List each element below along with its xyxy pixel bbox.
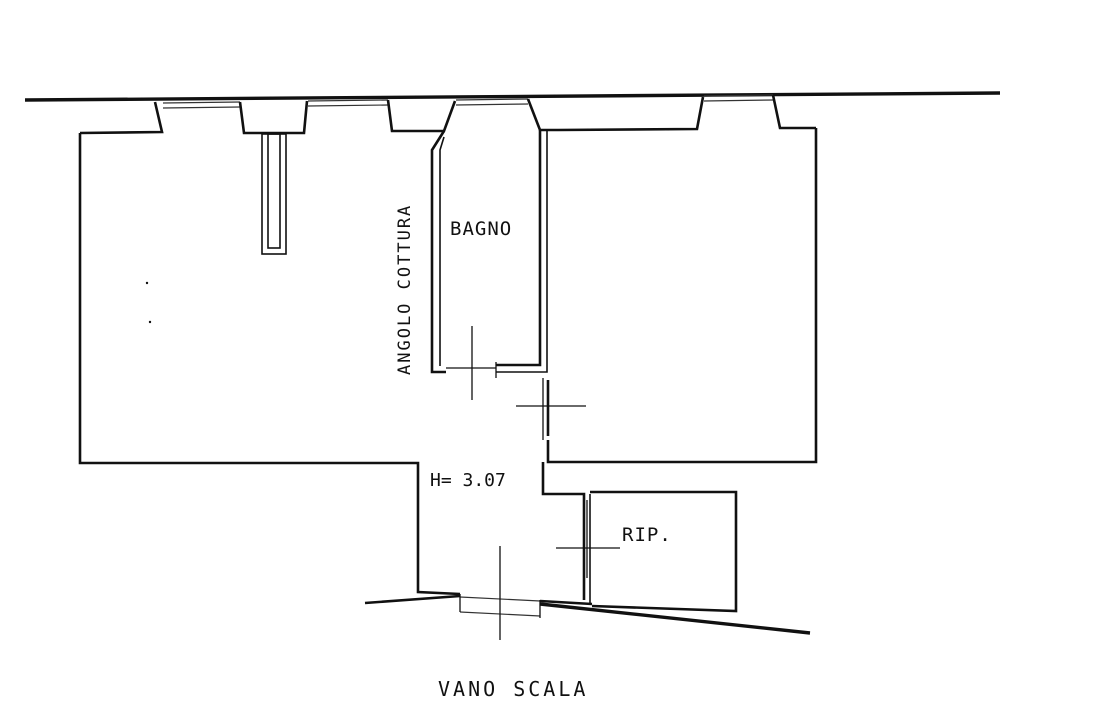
bathroom-right-wall-inner xyxy=(496,130,548,373)
facade-windows xyxy=(162,94,774,109)
living-room-marks xyxy=(145,281,152,324)
bathroom-door xyxy=(446,326,497,400)
stair-hall-line xyxy=(539,602,811,635)
entrance-door xyxy=(459,546,541,640)
entrance-corridor-wall xyxy=(541,462,586,600)
stairwell-label: VANO SCALA xyxy=(438,677,589,701)
bathroom-right-wall xyxy=(496,130,542,367)
kitchen-corner-label: ANGOLO COTTURA xyxy=(395,203,415,375)
bathroom-left-wall xyxy=(430,130,446,374)
flue-shaft xyxy=(261,133,287,255)
storage-door xyxy=(556,500,620,578)
wall-piers xyxy=(79,94,816,135)
storage-label: RIP. xyxy=(622,524,672,546)
bathroom-left-wall-inner xyxy=(439,136,445,366)
ceiling-height-label: H= 3.07 xyxy=(430,470,506,491)
living-room-walls xyxy=(78,133,461,596)
entrance-wall xyxy=(364,594,593,606)
bedroom-walls xyxy=(546,128,818,464)
bedroom-door xyxy=(516,378,586,440)
facade-wall-line xyxy=(24,91,1001,102)
storage-room-walls xyxy=(590,490,738,613)
bathroom-label: BAGNO xyxy=(450,218,513,240)
